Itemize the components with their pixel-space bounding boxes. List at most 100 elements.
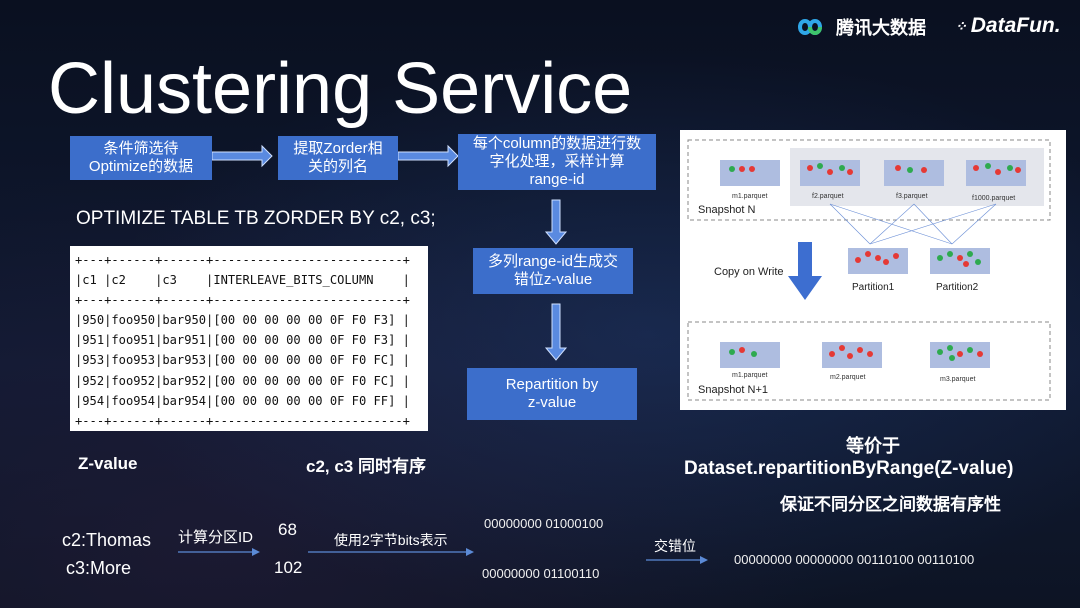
green-record-dot (937, 255, 943, 261)
red-record-dot (977, 351, 983, 357)
parquet-file (720, 342, 780, 368)
green-record-dot (967, 251, 973, 257)
file-label-top: f2.parquet (812, 193, 844, 200)
red-record-dot (855, 257, 861, 263)
red-record-dot (829, 351, 835, 357)
green-record-dot (975, 259, 981, 265)
copy-on-write-label: Copy on Write (714, 266, 784, 278)
red-record-dot (847, 353, 853, 359)
slide-title: Clustering Service (48, 49, 633, 129)
partition-id-68: 68 (278, 520, 297, 539)
red-record-dot (847, 169, 853, 175)
green-record-dot (839, 165, 845, 171)
red-record-dot (957, 255, 963, 261)
merge-arrow (829, 203, 871, 245)
dataset-api-label: Dataset.repartitionByRange(Z-value) (684, 458, 1014, 479)
green-record-dot (947, 251, 953, 257)
file-label-top: f3.parquet (896, 193, 928, 200)
copy-on-write-arrow (788, 242, 822, 300)
flow-step-range-id: 每个column的数据进行数 字化处理，采样计算 range-id (458, 134, 656, 190)
dots-icon: ⁘ (955, 17, 967, 34)
snapshot-n-label: Snapshot N (698, 204, 756, 216)
tencent-logo-text: 腾讯大数据 (836, 18, 926, 38)
parquet-file (720, 160, 780, 186)
bits-102: 00000000 01100110 (482, 566, 600, 581)
table-row: |953|foo953|bar953|[00 00 00 00 00 0F F0… (75, 353, 410, 368)
c3-value: c3:More (66, 558, 132, 578)
c2-value: c2:Thomas (62, 530, 152, 550)
flow-step-filter: 条件筛选待 Optimize的数据 (70, 136, 212, 180)
file-label-bottom: m3.parquet (940, 376, 976, 383)
partition-label: Partition1 (852, 282, 895, 293)
table-row: |950|foo950|bar950|[00 00 00 00 00 0F F0… (75, 313, 410, 328)
red-record-dot (1015, 167, 1021, 173)
table-border: +---+------+------+---------------------… (75, 293, 410, 308)
red-record-dot (739, 166, 745, 172)
merge-arrow (829, 203, 953, 245)
red-record-dot (883, 259, 889, 265)
red-record-dot (867, 351, 873, 357)
red-record-dot (875, 255, 881, 261)
panel-diagram (687, 139, 1051, 401)
red-record-dot (839, 345, 845, 351)
red-record-dot (921, 167, 927, 173)
merge-arrow (869, 203, 997, 245)
guarantee-label: 保证不同分区之间数据有序性 (780, 495, 1001, 514)
tencent-logo: 腾讯大数据 (790, 14, 926, 40)
interleave-label: 交错位 (654, 538, 696, 554)
optimize-sql: OPTIMIZE TABLE TB ZORDER BY c2, c3; (76, 208, 436, 229)
partition-label: Partition2 (936, 282, 979, 293)
merge-arrow (951, 203, 997, 245)
ordered-label: c2, c3 同时有序 (306, 457, 426, 476)
red-record-dot (807, 165, 813, 171)
two-bytes-label: 使用2字节bits表示 (334, 532, 448, 548)
table-row: |951|foo951|bar951|[00 00 00 00 00 0F F0… (75, 333, 410, 348)
table-border: +---+------+------+---------------------… (75, 253, 410, 267)
red-record-dot (963, 261, 969, 267)
green-record-dot (949, 355, 955, 361)
green-record-dot (751, 351, 757, 357)
partition-id-102: 102 (274, 558, 303, 577)
red-record-dot (893, 253, 899, 259)
zvalue-label: Z-value (78, 454, 138, 473)
red-record-dot (995, 169, 1001, 175)
file-label-top: m1.parquet (732, 193, 768, 200)
green-record-dot (985, 163, 991, 169)
green-record-dot (817, 163, 823, 169)
red-record-dot (957, 351, 963, 357)
red-record-dot (895, 165, 901, 171)
datafun-logo-text: DataFun. (970, 14, 1061, 37)
snapshot-n1-label: Snapshot N+1 (698, 384, 769, 396)
datafun-logo: ⁘ DataFun. (955, 14, 1061, 38)
interleave-table: +---+------+------+---------------------… (70, 246, 428, 431)
table-row: |954|foo954|bar954|[00 00 00 00 00 0F F0… (75, 393, 410, 408)
green-record-dot (1007, 165, 1013, 171)
table-row: |952|foo952|bar952|[00 00 00 00 00 0F F0… (75, 373, 410, 388)
copy-on-write-panel: Snapshot N Snapshot N+1 Copy on Write m1… (680, 130, 1066, 410)
calc-partition-label: 计算分区ID (178, 529, 254, 546)
flow-step-zvalue: 多列range-id生成交 错位z-value (473, 248, 633, 294)
interleaved-result: 00000000 00000000 00110100 00110100 (734, 552, 975, 567)
green-record-dot (729, 349, 735, 355)
red-record-dot (865, 251, 871, 257)
parquet-file (884, 160, 944, 186)
red-record-dot (827, 169, 833, 175)
green-record-dot (937, 349, 943, 355)
red-record-dot (749, 166, 755, 172)
red-record-dot (739, 347, 745, 353)
file-label-top: f1000.parquet (972, 195, 1016, 202)
red-record-dot (857, 347, 863, 353)
green-record-dot (967, 347, 973, 353)
green-record-dot (729, 166, 735, 172)
snapshot-n1-frame (687, 321, 1051, 401)
infinity-icon (797, 19, 823, 35)
table-border: +---+------+------+---------------------… (75, 413, 410, 428)
table-header: |c1 |c2 |c3 |INTERLEAVE_BITS_COLUMN | (75, 273, 410, 288)
red-record-dot (973, 165, 979, 171)
green-record-dot (907, 167, 913, 173)
flow-step-repartition: Repartition by z-value (467, 368, 637, 420)
bits-68: 00000000 01000100 (484, 516, 604, 531)
file-label-bottom: m1.parquet (732, 372, 768, 379)
flow-step-extract-columns: 提取Zorder相 关的列名 (278, 136, 398, 180)
